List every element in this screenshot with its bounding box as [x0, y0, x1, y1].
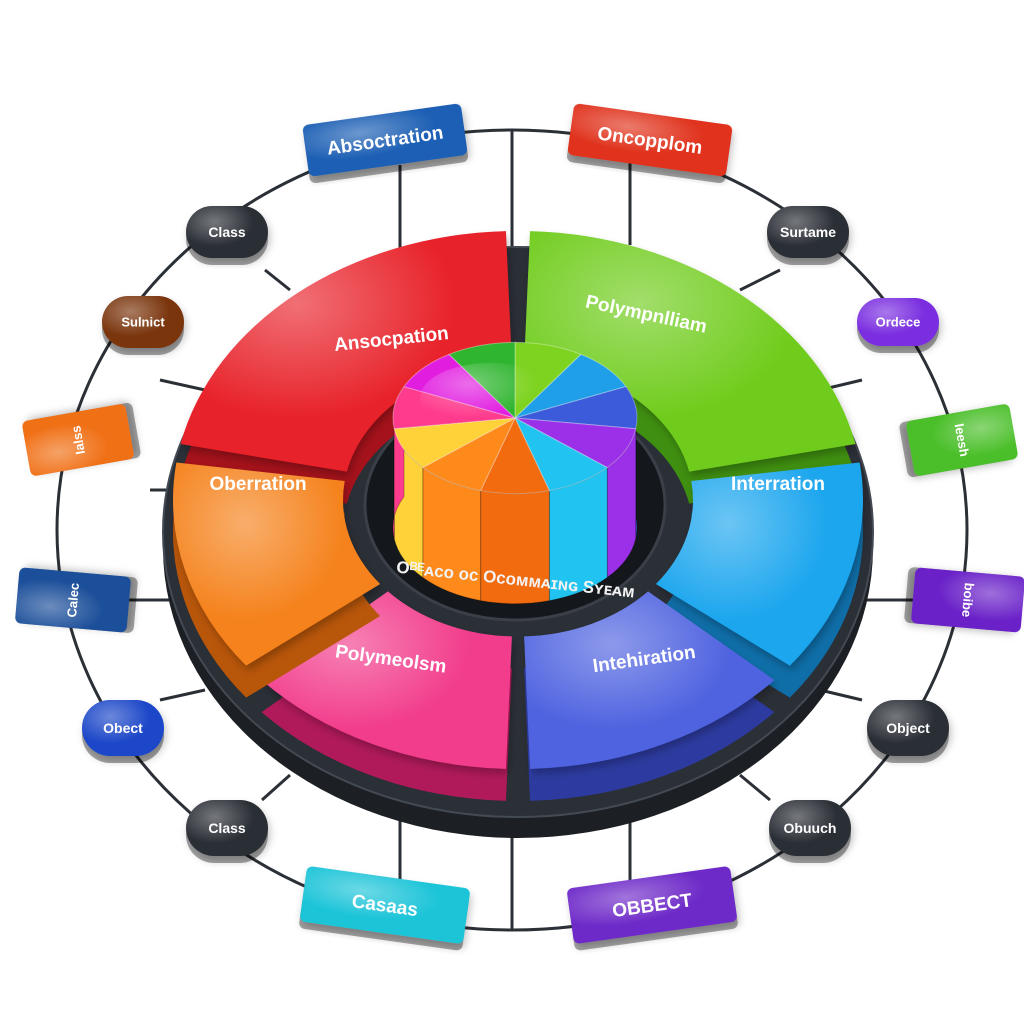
connector-line [739, 773, 771, 802]
segment-gloss [180, 231, 512, 472]
connector-line [264, 268, 291, 292]
segment-gloss [655, 462, 863, 666]
node-gloss [769, 800, 851, 856]
node-label: Surtame [780, 224, 836, 240]
node-gloss [906, 404, 1018, 476]
node-gloss [857, 298, 939, 346]
node-gloss [186, 800, 268, 856]
segment-polympnlliam[interactable]: Polympnlliam [524, 231, 856, 504]
hub-slice [479, 416, 551, 495]
node-label: Sulnict [121, 315, 165, 330]
node-surtame[interactable]: Surtame [767, 206, 849, 265]
connector-line [819, 688, 863, 702]
node-oncopplom[interactable]: Oncopplom [566, 103, 733, 184]
node-label: Ieesh [952, 422, 973, 457]
node-calec[interactable]: Calec [15, 567, 138, 633]
segment-label: Interration [731, 474, 825, 495]
connector-line [159, 688, 206, 702]
node-label: Calec [64, 582, 82, 618]
node-sulnict[interactable]: Sulnict [102, 296, 184, 355]
connector-line [739, 268, 781, 292]
segment-ring: AnsocpationPolympnlliamInterrationIntehi… [173, 231, 863, 801]
node-gloss [82, 700, 164, 756]
node-ialss[interactable]: Ialss [21, 402, 141, 477]
segment-gloss [173, 462, 381, 666]
connector-spokes [95, 130, 940, 930]
segment-gloss [261, 591, 512, 769]
node-gloss [567, 103, 733, 177]
hub-slice [514, 417, 637, 469]
node-label: boibe [959, 582, 977, 618]
segment-ansocpation[interactable]: Ansocpation [180, 231, 512, 504]
node-gloss [911, 567, 1024, 633]
node-gloss [300, 866, 470, 944]
node-obbect[interactable]: OBBECT [566, 866, 738, 951]
node-label: Ialss [68, 424, 88, 455]
node-obuuch[interactable]: Obuuch [769, 800, 851, 863]
node-label: Ordece [876, 315, 921, 330]
node-label: Obect [103, 720, 143, 736]
segment-intehiration[interactable]: Intehiration [524, 591, 775, 801]
hub-slice [513, 416, 609, 492]
node-gloss [15, 567, 131, 633]
node-gloss [102, 296, 184, 348]
node-obect[interactable]: Obect [82, 700, 164, 763]
node-ordece[interactable]: Ordece [857, 298, 939, 353]
segment-oberration[interactable]: Oberration [173, 462, 381, 698]
center-pie-hub [392, 341, 638, 605]
node-label: Object [886, 720, 930, 736]
hub-slice [421, 416, 517, 492]
node-class[interactable]: Class [186, 800, 268, 863]
node-casaas[interactable]: Casaas [298, 866, 470, 951]
node-gloss [302, 103, 468, 177]
node-gloss [567, 866, 737, 944]
connector-line [159, 378, 206, 392]
node-ieesh[interactable]: Ieesh [899, 403, 1019, 478]
node-gloss [22, 404, 134, 476]
node-absoctration[interactable]: Absoctration [302, 103, 469, 184]
connector-line [261, 773, 291, 802]
node-gloss [767, 206, 849, 258]
node-gloss [186, 206, 268, 258]
segment-gloss [524, 231, 856, 472]
segment-label: Oberration [209, 474, 306, 495]
node-object[interactable]: Object [867, 700, 949, 763]
segment-gloss [524, 591, 775, 769]
hub-highlight [420, 363, 560, 433]
node-label: Class [208, 224, 246, 240]
node-gloss [867, 700, 949, 756]
node-boibe[interactable]: boibe [904, 567, 1024, 633]
node-class[interactable]: Class [186, 206, 268, 265]
node-label: Obuuch [784, 820, 837, 836]
segment-polymeolsm[interactable]: Polymeolsm [261, 591, 512, 801]
node-label: Class [208, 820, 246, 836]
